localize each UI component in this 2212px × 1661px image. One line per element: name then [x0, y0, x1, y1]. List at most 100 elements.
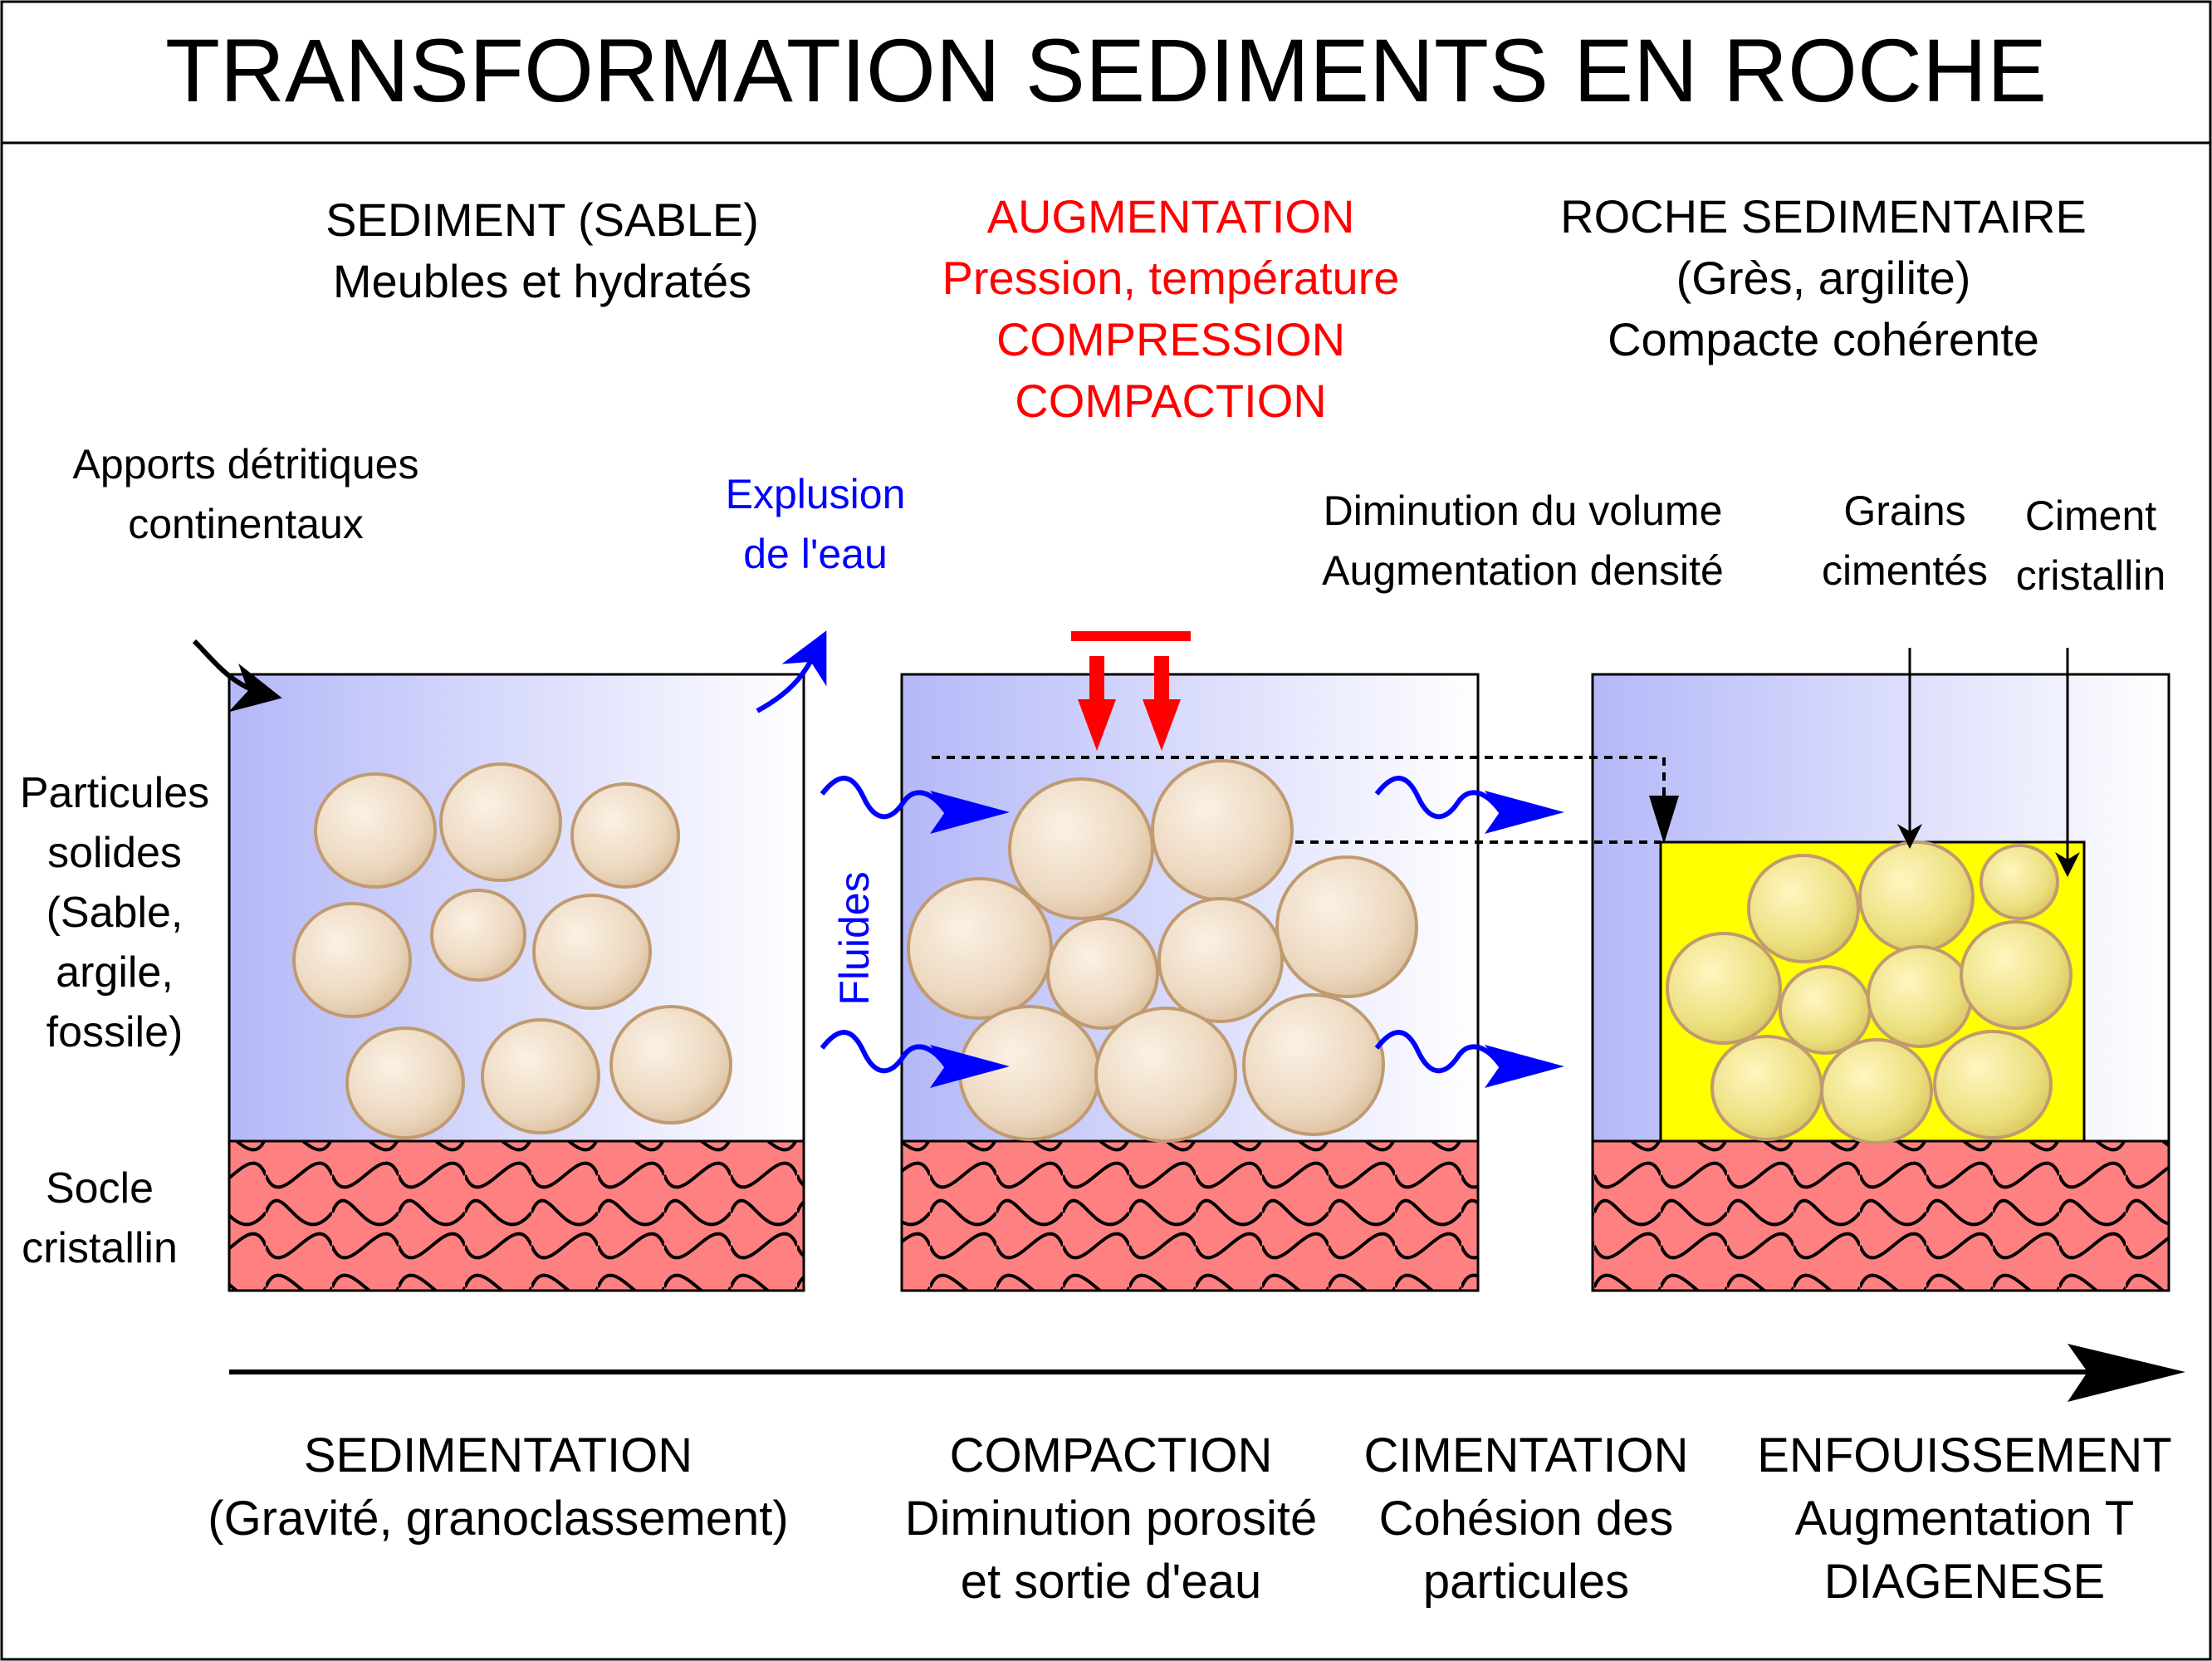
explusion-arrow: [756, 630, 827, 713]
grain: [1151, 759, 1294, 902]
volume-lines: [932, 756, 1666, 844]
label-diminution-line1: Diminution du volume: [1324, 488, 1723, 534]
label-apports-line1: Apports détritiques: [73, 441, 419, 488]
fluid-arrowhead: [930, 791, 1010, 834]
pressure-arrows: [1078, 656, 1181, 751]
fluid-arrowhead: [930, 1045, 1010, 1088]
grain: [292, 902, 412, 1018]
grain: [1008, 777, 1154, 920]
header-augmentation: AUGMENTATION Pression, température COMPR…: [942, 190, 1400, 427]
header-augmentation-line2: Pression, température: [942, 252, 1400, 304]
basement-layer: [900, 1139, 1480, 1292]
volume-arrowhead: [1649, 796, 1679, 844]
basement-layer: [228, 1139, 805, 1292]
label-particules-line5: fossile): [46, 1008, 184, 1056]
grain: [1980, 844, 2059, 920]
label-ciment-line2: cristallin: [2016, 552, 2166, 599]
label-socle: Socle cristallin: [22, 1164, 178, 1272]
header-roche-line1: ROCHE SEDIMENTAIRE: [1560, 190, 2087, 243]
stage-cimentation-line2: Cohésion des: [1379, 1492, 1674, 1546]
stage-compaction-line2: Diminution porosité: [905, 1492, 1317, 1546]
grain: [532, 894, 652, 1010]
grain: [1157, 897, 1284, 1023]
header-augmentation-line3: COMPRESSION: [996, 313, 1345, 365]
timeline-arrowhead: [2068, 1344, 2185, 1402]
fluid-arrow-in-bottom: [820, 1030, 949, 1074]
grain: [570, 782, 680, 889]
grain: [907, 877, 1053, 1020]
grains: [1666, 840, 2073, 1144]
header-roche: ROCHE SEDIMENTAIRE (Grès, argilite) Comp…: [1560, 190, 2087, 365]
stage-sedimentation-line2: (Gravité, granoclassement): [208, 1492, 788, 1546]
grains: [907, 759, 1418, 1143]
label-grains-line2: cimentés: [1822, 547, 1988, 594]
label-particules-line2: solides: [47, 829, 182, 877]
pressure-arrow-shaft: [1154, 656, 1169, 703]
grain: [1933, 1030, 2053, 1139]
label-explusion: Explusion de l'eau: [726, 471, 906, 577]
label-grains-line1: Grains: [1843, 488, 1965, 534]
grains: [292, 762, 732, 1139]
stage-cimentation-line1: CIMENTATION: [1364, 1428, 1689, 1482]
grain: [439, 762, 562, 882]
label-particules: Particules solides (Sable, argile, fossi…: [20, 769, 209, 1056]
pressure-arrow-shaft: [1089, 656, 1104, 703]
header-roche-line3: Compacte cohérente: [1608, 313, 2039, 365]
grain: [1094, 1007, 1237, 1143]
grain: [1046, 917, 1159, 1030]
pressure-arrow-head: [1078, 699, 1116, 751]
grain: [1747, 854, 1860, 963]
volume-line-top: [932, 756, 1666, 814]
label-grains: Grains cimentés: [1822, 488, 1988, 594]
stage-sedimentation: SEDIMENTATION (Gravité, granoclassement): [208, 1428, 788, 1546]
title-bar: [0, 0, 2212, 145]
stage-sedimentation-line1: SEDIMENTATION: [304, 1428, 692, 1482]
label-particules-line1: Particules: [20, 769, 209, 817]
grain: [1710, 1035, 1823, 1141]
page-title: TRANSFORMATION SEDIMENTS EN ROCHE: [165, 20, 2047, 120]
stage-cimentation: CIMENTATION Cohésion des particules: [1364, 1428, 1689, 1609]
label-socle-line1: Socle: [46, 1164, 154, 1213]
fluid-arrow-in-top: [820, 776, 949, 820]
stage-cimentation-line3: particules: [1423, 1555, 1629, 1609]
fluid-arrowhead: [1485, 1045, 1564, 1088]
stage-enfouissement-line3: DIAGENESE: [1824, 1555, 2105, 1609]
grain: [609, 1005, 732, 1124]
header-augmentation-line4: COMPACTION: [1015, 375, 1326, 427]
grain: [1867, 945, 1973, 1048]
grain: [1275, 855, 1418, 998]
panel-compaction: Fluides: [831, 631, 1480, 1292]
header-sediment-line1: SEDIMENT (SABLE): [325, 194, 759, 246]
label-explusion-line1: Explusion: [726, 471, 906, 517]
grain: [1820, 1038, 1933, 1144]
fluid-arrow-out-top: [1374, 776, 1504, 820]
grain: [481, 1018, 600, 1134]
label-apports-line2: continentaux: [128, 501, 364, 547]
label-socle-line2: cristallin: [22, 1224, 178, 1272]
header-sediment-line2: Meubles et hydratés: [333, 255, 751, 307]
label-diminution-line2: Augmentation densité: [1322, 547, 1724, 594]
fluid-arrows: [820, 776, 1504, 1074]
panel-roche: [1591, 648, 2170, 1292]
label-fluides: Fluides: [831, 871, 878, 1005]
fluid-arrow-out-bottom: [1374, 1030, 1504, 1074]
pressure-arrow-head: [1143, 699, 1181, 751]
stage-enfouissement-line1: ENFOUISSEMENT: [1757, 1428, 2172, 1482]
pressure-bar: [1071, 631, 1191, 641]
grain: [430, 889, 526, 982]
label-explusion-line2: de l'eau: [743, 531, 888, 577]
fluid-arrowheads: [930, 791, 1564, 1088]
stage-compaction-line3: et sortie d'eau: [961, 1555, 1262, 1609]
stage-enfouissement-line2: Augmentation T: [1795, 1492, 2134, 1546]
stage-compaction-line1: COMPACTION: [950, 1428, 1273, 1482]
fluid-arrowhead: [1485, 791, 1564, 834]
grain: [1242, 993, 1385, 1136]
grain: [1666, 932, 1782, 1045]
grain: [314, 772, 437, 889]
stage-compaction: COMPACTION Diminution porosité et sortie…: [905, 1428, 1317, 1609]
panel-sedimentation: [192, 630, 827, 1292]
label-ciment: Ciment cristallin: [2016, 492, 2166, 599]
grain: [1960, 920, 2073, 1030]
